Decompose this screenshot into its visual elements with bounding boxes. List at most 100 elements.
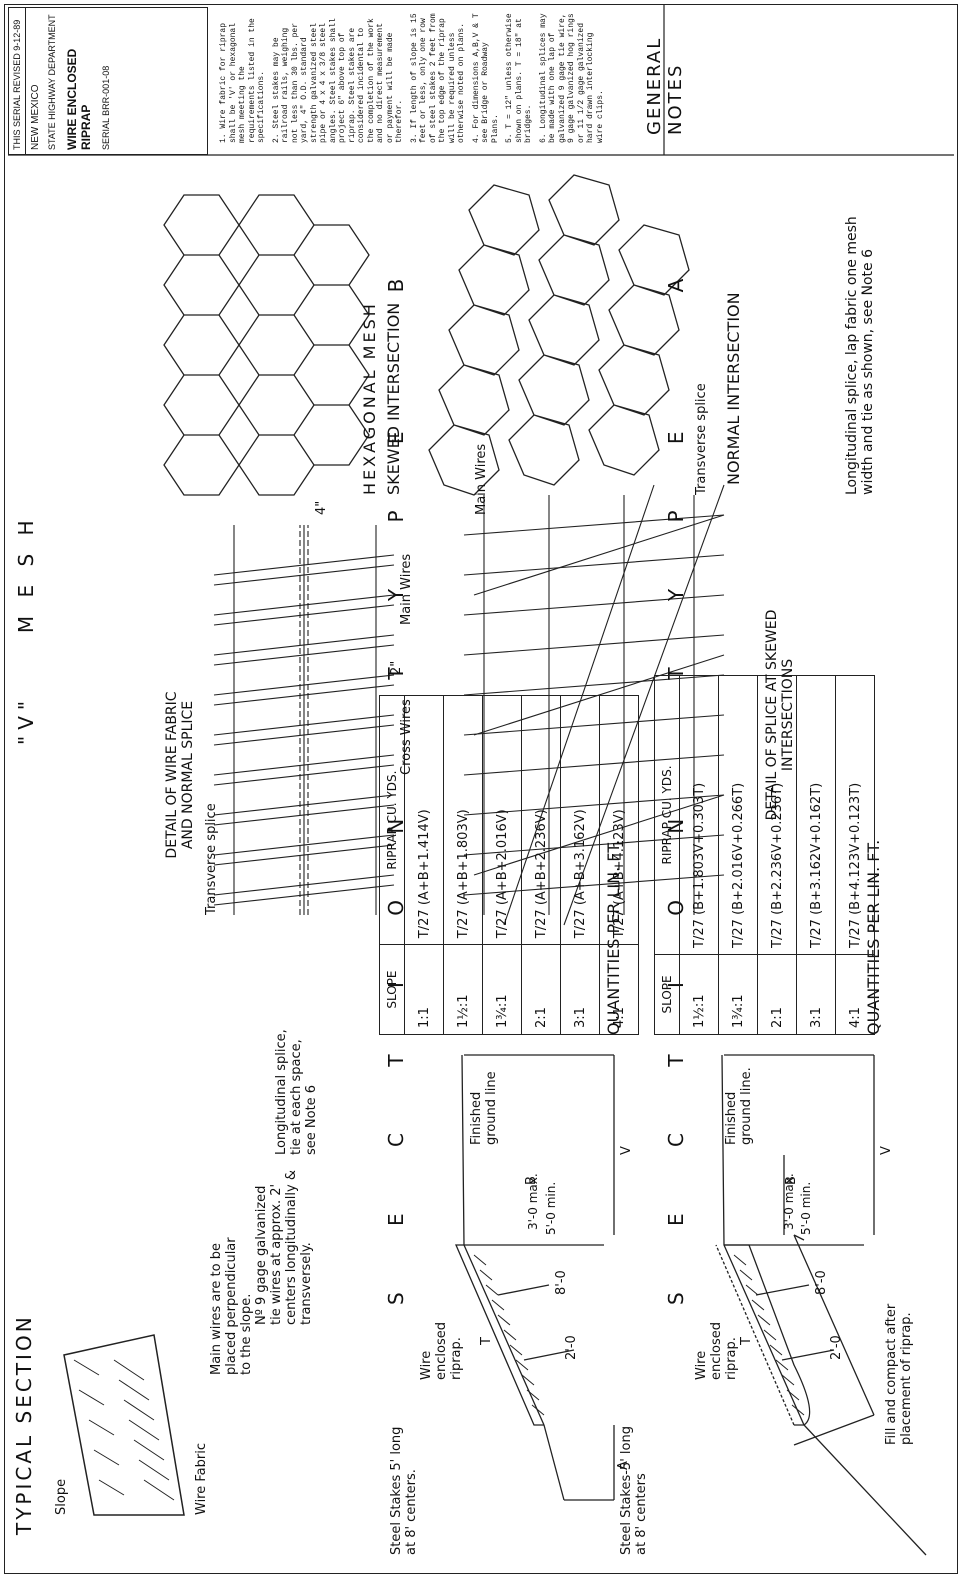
dim-a-v: V xyxy=(879,1146,894,1155)
drawing-frame: Fill and compact after placement of ripr… xyxy=(4,4,958,1574)
frac-den: 27 xyxy=(416,909,432,926)
dim-b-v: V xyxy=(619,1146,634,1155)
hex-mesh-title: HEXAGONAL MESH xyxy=(360,301,379,495)
typical-section-title: TYPICAL SECTION xyxy=(12,1314,36,1535)
notes-overlay xyxy=(760,10,950,1060)
frac-den: 27 xyxy=(533,909,549,926)
v-detail-1: DETAIL OF WIRE FABRIC AND NORMAL SPLICE xyxy=(164,691,196,859)
expr: (A+B+2.016V) xyxy=(494,809,510,906)
dept-name-1: NEW MEXICO xyxy=(30,84,41,150)
slope-cell: 1½:1 xyxy=(679,954,719,1035)
expr-cell: T/27 (A+B+3.162V) xyxy=(560,695,600,945)
frac-den: 27 xyxy=(455,909,471,926)
frac-num: T xyxy=(494,930,510,939)
expr-cell: T/27 (A+B+2.016V) xyxy=(482,695,522,945)
wire-note-a: Wire enclosed riprap. xyxy=(694,1322,739,1380)
expr: (B+1.803V+0.303T) xyxy=(691,782,707,915)
general-note-item: 3. If length of slope is 15 feet or less… xyxy=(409,13,467,143)
linework-layer xyxy=(8,5,954,1556)
expr-cell: T/27 (A+B+4.123V) xyxy=(599,695,639,945)
general-note-item: 1. Wire fabric for riprap shall be 'V' o… xyxy=(219,18,266,143)
hex-transverse-splice: Transverse splice xyxy=(694,383,709,495)
hex-mesh-normal-lines xyxy=(163,194,370,496)
general-note-item: 5. T = 12" unless otherwise shown on pla… xyxy=(505,13,533,143)
dim-b-a: A xyxy=(616,1461,631,1470)
expr-cell: T/27 (B+1.803V+0.303T) xyxy=(679,675,719,955)
slope-label: Slope xyxy=(54,1478,69,1515)
dept-name-2: STATE HIGHWAY DEPARTMENT xyxy=(47,14,57,150)
section-a-ground xyxy=(721,1054,927,1556)
title-block: THIS SERIAL REVISED 9-12-89 NEW MEXICO S… xyxy=(8,7,208,155)
expr: (A+B+1.414V) xyxy=(416,809,432,906)
v-dim-2in: 2" xyxy=(389,660,404,675)
frac-num: T xyxy=(611,930,627,939)
frac-den: 27 xyxy=(572,909,588,926)
general-notes-box: 1. Wire fabric for riprap shall be 'V' o… xyxy=(219,11,639,143)
frac-den: 27 xyxy=(730,919,746,936)
stakes-note-b: Steel Stakes 5' long at 8' centers. xyxy=(389,1426,419,1555)
frac-num: T xyxy=(533,930,549,939)
drawing-title: WIRE ENCLOSED RIPRAP xyxy=(65,48,93,150)
frac-den: 27 xyxy=(691,919,707,936)
general-note-item: 2. Steel stakes may be railroad rails, w… xyxy=(271,18,405,143)
expr-cell: T/27 (A+B+1.803V) xyxy=(443,695,483,945)
dim-a-t: T xyxy=(739,1337,754,1345)
expr-cell: T/27 (A+B+2.236V) xyxy=(521,695,561,945)
slope-cell: 3:1 xyxy=(560,944,600,1035)
v-mesh-title: "V" M E S H xyxy=(14,514,38,745)
fill-note-a: Fill and compact after placement of ripr… xyxy=(884,1303,914,1445)
frac-num: T xyxy=(691,939,707,948)
v-main-wires: Main Wires xyxy=(399,553,414,625)
expr-cell: T/27 (B+2.016V+0.266T) xyxy=(718,675,758,955)
dim-a-8ft: 8'-0 xyxy=(814,1270,829,1295)
expr: (A+B+3.162V) xyxy=(572,809,588,906)
wire-fabric-label: Wire Fabric xyxy=(194,1443,209,1515)
serial-revised: THIS SERIAL REVISED 9-12-89 xyxy=(9,8,26,154)
dim-a-5ft-min: 5'-0 min. xyxy=(799,1181,813,1235)
col-riprap: RIPRAP CU. YDS. xyxy=(654,675,680,955)
v-cross-wires: Cross Wires xyxy=(399,699,414,775)
wire-note-b: Wire enclosed riprap. xyxy=(419,1322,464,1380)
ground-note-a: Finished ground line. xyxy=(724,1067,754,1145)
slope-cell: 2:1 xyxy=(521,944,561,1035)
v-dim-4in: 4" xyxy=(314,500,329,515)
expr: (A+B+2.236V) xyxy=(533,809,549,906)
dim-b-b: B xyxy=(524,1176,539,1185)
expr: (A+B+1.803V) xyxy=(455,809,471,906)
frac-num: T xyxy=(455,930,471,939)
slope-cell: 4:1 xyxy=(599,944,639,1035)
general-notes-title: GENERAL NOTES xyxy=(644,36,686,135)
slope-cell: 1¾:1 xyxy=(718,954,758,1035)
tie-wire-note: Nº 9 gage galvanized tie wires at approx… xyxy=(254,1170,314,1325)
hex-mesh-skewed-lines xyxy=(428,174,690,496)
frac-num: T xyxy=(730,939,746,948)
main-wire-note: Main wires are to be placed perpendicula… xyxy=(209,1237,254,1375)
frac-den: 27 xyxy=(611,909,627,926)
dim-b-t: T xyxy=(479,1337,494,1345)
general-note-item: 4. For dimensions A,B,V & T see Bridge o… xyxy=(471,13,500,143)
frac-num: T xyxy=(572,930,588,939)
col-slope: SLOPE xyxy=(654,954,680,1035)
slope-cell: 1:1 xyxy=(404,944,444,1035)
dim-a-b: B xyxy=(784,1176,799,1185)
dim-a-2ft: 2'-0 xyxy=(829,1335,844,1360)
frac-num: T xyxy=(416,930,432,939)
ground-note-b: Finished ground line xyxy=(469,1071,499,1145)
general-note-item: 6. Longitudinal splices may be made with… xyxy=(538,13,605,143)
hex-skewed-label: SKEWED INTERSECTION xyxy=(384,302,403,495)
stakes-note-a: Steel Stakes-5' long at 8' centers xyxy=(619,1426,649,1555)
slope-cell: 1¾:1 xyxy=(482,944,522,1035)
v-mesh-main-wires xyxy=(233,525,377,915)
dim-b-2ft: 2'-0 xyxy=(564,1335,579,1360)
v-transverse-splice: Transverse splice xyxy=(204,803,219,915)
slope-cell: 1½:1 xyxy=(443,944,483,1035)
expr: (B+2.016V+0.266T) xyxy=(730,782,746,915)
